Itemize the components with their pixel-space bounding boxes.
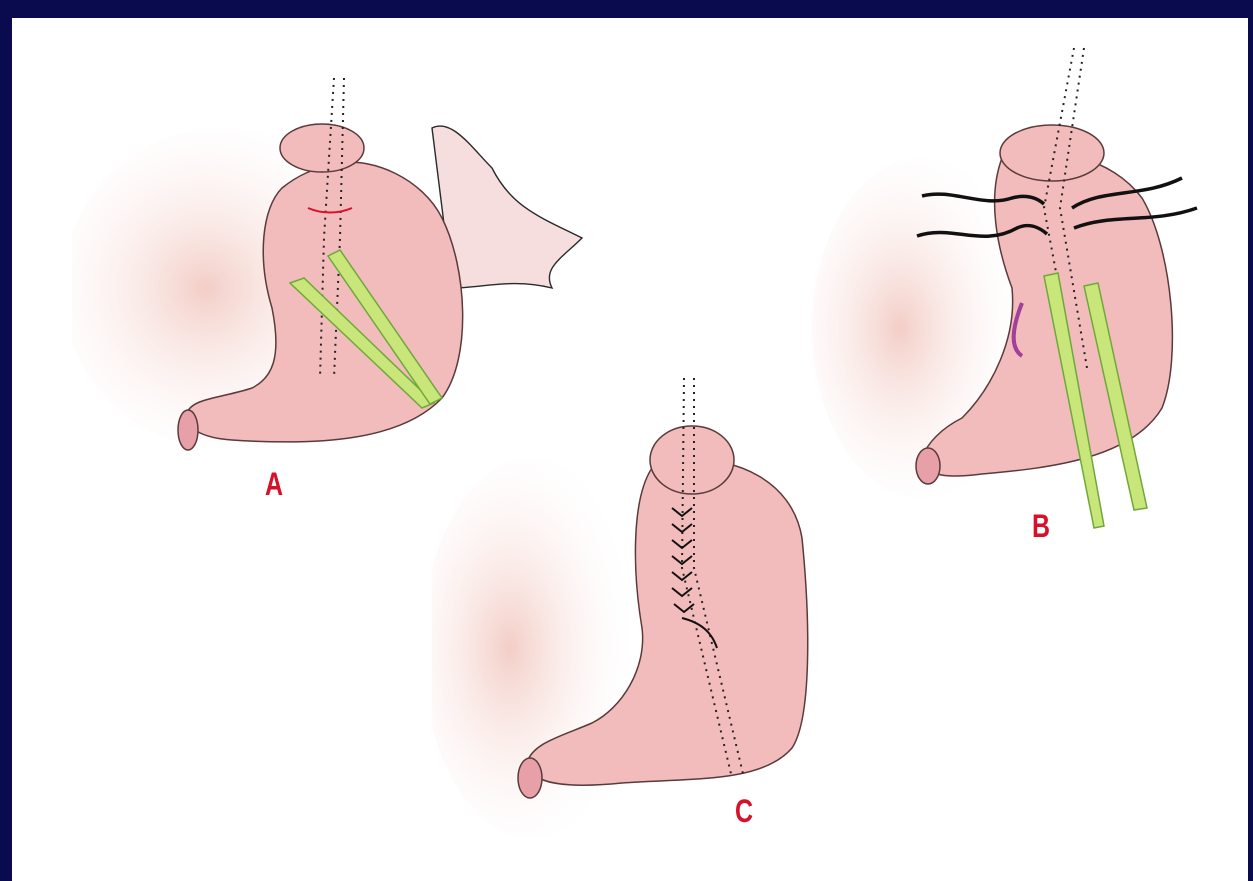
diagram-panel-c: C <box>432 368 852 838</box>
pylorus-end <box>518 758 542 798</box>
esophagus-cap <box>650 426 734 494</box>
stomach-illustration-c <box>432 368 852 838</box>
pylorus-end <box>916 448 940 484</box>
diagram-panel-b: B <box>812 38 1232 538</box>
esophagus-cap <box>1000 125 1104 181</box>
panel-label-b: B <box>1032 508 1050 545</box>
slide-canvas: A <box>12 18 1248 881</box>
stomach-illustration-b <box>812 38 1232 538</box>
pylorus-end <box>178 410 198 450</box>
esophagus-cap <box>280 124 364 172</box>
panel-label-a: A <box>265 466 283 503</box>
panel-label-c: C <box>735 793 753 830</box>
